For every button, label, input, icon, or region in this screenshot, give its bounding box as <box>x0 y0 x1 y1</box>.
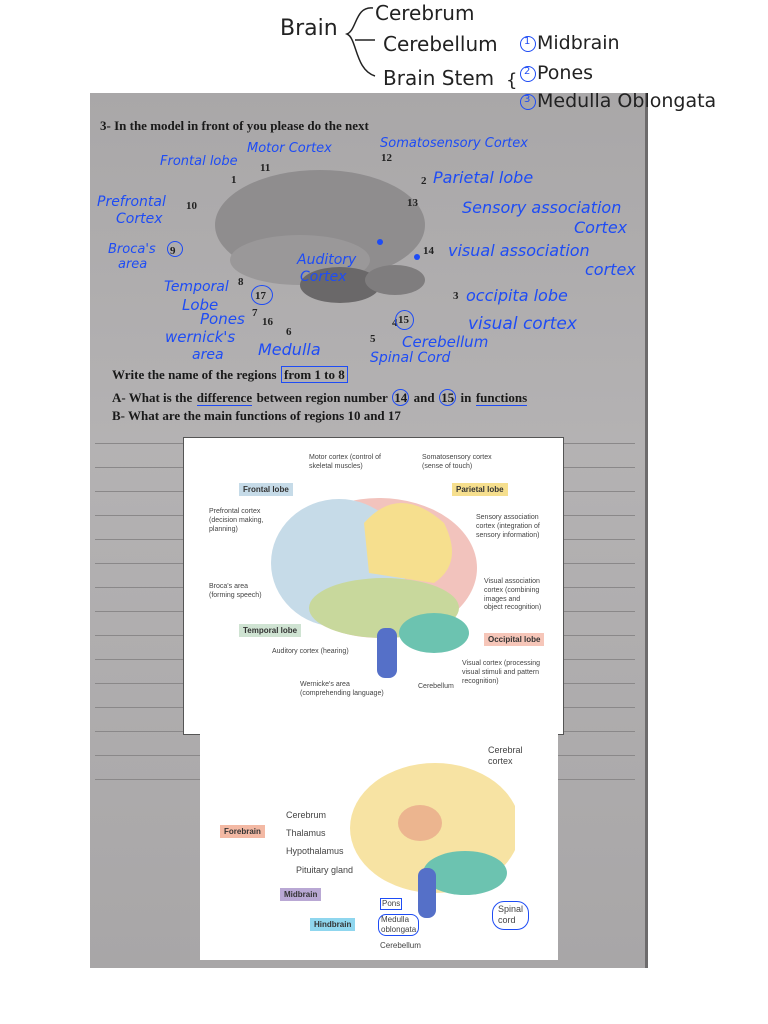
instruction-line: Write the name of the regions from 1 to … <box>112 366 348 384</box>
note-brain: Brain <box>280 16 338 41</box>
note-cerebrum: Cerebrum <box>375 1 475 25</box>
note-cerebellum: Cerebellum <box>383 32 498 56</box>
brain-lobes-figure: Motor cortex (control of skeletal muscle… <box>183 437 564 735</box>
tag-parietal-lobe: Parietal lobe <box>452 483 508 496</box>
note-brain-stem: Brain Stem <box>383 66 495 90</box>
brain-divisions-figure: Cerebral cortex Forebrain Cerebrum Thala… <box>200 733 558 960</box>
brace-icon <box>344 7 376 77</box>
lobes-diagram <box>271 498 477 678</box>
note-brace: { <box>506 70 518 91</box>
tag-frontal-lobe: Frontal lobe <box>239 483 293 496</box>
highlight-box: from 1 to 8 <box>280 366 348 383</box>
tag-midbrain: Midbrain <box>280 888 322 901</box>
brain-model-image <box>215 170 425 303</box>
tag-occipital-lobe: Occipital lobe <box>484 633 545 646</box>
tag-temporal-lobe: Temporal lobe <box>239 624 302 637</box>
question-a: A- What is the difference between region… <box>112 389 528 406</box>
divisions-diagram <box>350 763 515 918</box>
tag-hindbrain: Hindbrain <box>310 918 356 931</box>
question-heading: 3- In the model in front of you please d… <box>100 118 369 133</box>
question-b: B- What are the main functions of region… <box>112 408 401 423</box>
tag-forebrain: Forebrain <box>220 825 265 838</box>
